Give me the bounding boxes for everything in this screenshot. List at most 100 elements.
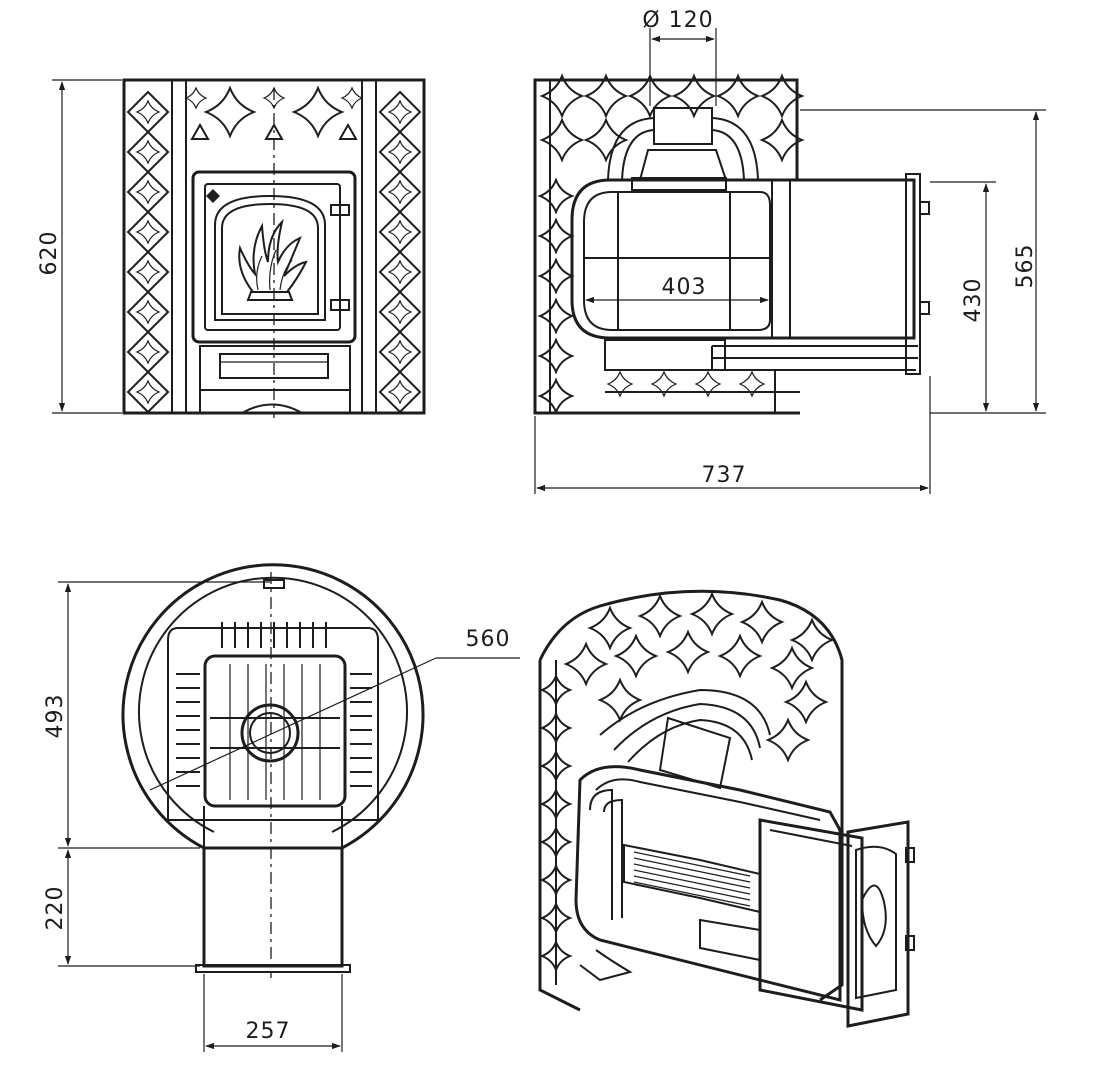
diamond-ornament [126,250,170,294]
ash-opening [241,403,303,414]
diamond-ornament [126,290,170,334]
total-depth-dimension: 737 [702,463,747,488]
star-ornament [340,86,364,110]
star-ornament [769,645,815,691]
star-ornament [135,219,161,245]
ash-door-handle [219,353,329,379]
star-ornament [537,257,575,295]
front-right-lattice-pattern [375,80,422,414]
triangle-ornament [190,122,210,140]
firebox-inner [583,191,771,331]
top-tunnel-depth-dimension: 220 [43,886,68,931]
front-top-star-pattern [184,85,364,140]
door-tunnel-height-dimension: 430 [961,278,986,323]
star-ornament [689,591,735,637]
top-chimney-opening [240,703,300,763]
star-ornament [537,297,575,335]
top-grate-bars [176,622,372,800]
star-ornament [606,370,634,398]
star-ornament [184,86,208,110]
top-body-depth-dimension: 493 [43,694,68,739]
star-ornament [759,73,805,119]
star-ornament [537,377,575,415]
star-ornament [537,337,575,375]
door-hinge-top [330,204,350,216]
top-diameter-dimension: 560 [466,627,511,652]
iso-smoke-outlet [658,716,732,790]
top-outer-body [121,563,425,850]
star-ornament [135,259,161,285]
star-ornament [671,73,717,119]
diamond-ornament [378,370,422,414]
star-ornament [759,117,805,163]
star-ornament [387,219,413,245]
star-ornament [563,641,609,687]
star-ornament [537,177,575,215]
star-ornament [387,259,413,285]
diamond-ornament [378,290,422,334]
firebox-width-dimension: 403 [662,275,707,300]
diamond-ornament [126,130,170,174]
diamond-ornament [126,210,170,254]
star-ornament [694,370,722,398]
iso-outer-casing [538,589,844,1002]
chimney-diameter-dimension: Ø 120 [642,8,713,33]
chimney-collar [653,107,713,145]
flame-icon [238,218,308,301]
iso-dome [599,688,771,736]
star-ornament [135,339,161,365]
diamond-ornament [378,330,422,374]
diamond-ornament [378,210,422,254]
star-ornament [387,179,413,205]
star-ornament [583,117,629,163]
tunnel-width-dimension: 257 [246,1019,291,1044]
front-height-dimension: 620 [37,231,62,276]
isometric-cutaway-view [538,589,915,1028]
top-door-plate [195,964,351,973]
diamond-ornament [378,130,422,174]
star-ornament [387,379,413,405]
diamond-ornament [126,170,170,214]
star-ornament [539,117,585,163]
star-ornament [135,179,161,205]
star-ornament [665,629,711,675]
star-ornament [637,593,683,639]
diamond-ornament [378,170,422,214]
iso-door [846,820,910,1028]
diamond-ornament [126,90,170,134]
iso-firebox [574,765,842,1002]
diamond-ornament [126,330,170,374]
star-ornament [387,339,413,365]
star-ornament [387,99,413,125]
star-ornament [738,370,766,398]
star-ornament [739,599,785,645]
top-door-tunnel [202,846,344,968]
diamond-ornament [378,90,422,134]
star-ornament [583,73,629,119]
star-ornament [765,717,811,763]
star-ornament [203,85,257,139]
iso-flame-icon [860,884,887,948]
door-hinge-bottom [330,299,350,311]
star-ornament [537,217,575,255]
top-frame [167,627,379,821]
iso-lattice-pattern [539,591,835,973]
star-ornament [613,633,659,679]
star-ornament [717,633,763,679]
star-ornament [135,379,161,405]
star-ornament [539,73,585,119]
door-diamond-ornament [206,189,220,203]
star-ornament [135,99,161,125]
star-ornament [715,73,761,119]
side-door-plate [905,173,921,375]
star-ornament [387,139,413,165]
grate-shelf [604,339,726,371]
star-ornament [789,617,835,663]
front-left-lattice-pattern [123,80,170,414]
diamond-ornament [126,370,170,414]
side-total-height-dimension: 565 [1013,244,1038,289]
star-ornament [135,299,161,325]
front-door-arch [214,194,326,321]
star-ornament [587,605,633,651]
